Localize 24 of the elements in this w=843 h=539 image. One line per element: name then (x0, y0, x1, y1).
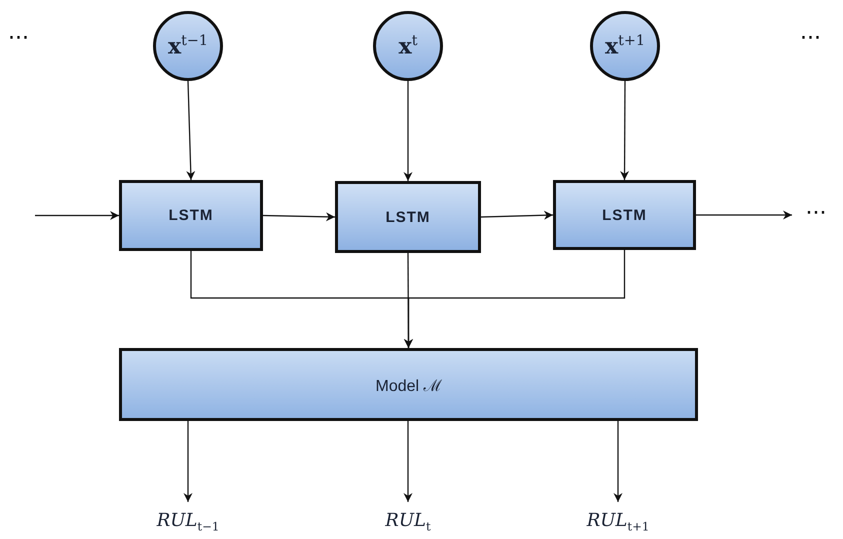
lstm-box: LSTM (553, 180, 696, 250)
arrow (404, 421, 412, 502)
arrow (262, 212, 336, 222)
arrow (480, 210, 554, 220)
ellipsis: ··· (796, 200, 836, 226)
arrow (186, 80, 196, 180)
arrow (614, 421, 622, 502)
arrow (404, 250, 626, 348)
output-label: RUL$_{t}$ (358, 508, 458, 536)
arrow (696, 210, 792, 220)
input-circle: x$^{t}$ (373, 11, 443, 81)
arrow (404, 81, 412, 181)
arrow (35, 211, 119, 220)
input-circle: x$^{t+1}$ (590, 11, 660, 81)
lstm-box: LSTM (335, 181, 481, 253)
input-circle: x$^{t−1}$ (153, 11, 223, 81)
output-label: RUL$_{t+1}$ (568, 508, 668, 536)
arrow (184, 421, 192, 502)
ellipsis: ··· (800, 28, 821, 50)
model-box: Model ℳ (119, 348, 698, 421)
lstm-box: LSTM (119, 180, 263, 251)
arrow (620, 81, 630, 180)
ellipsis: ··· (8, 28, 29, 50)
output-label: RUL$_{t−1}$ (138, 508, 238, 536)
